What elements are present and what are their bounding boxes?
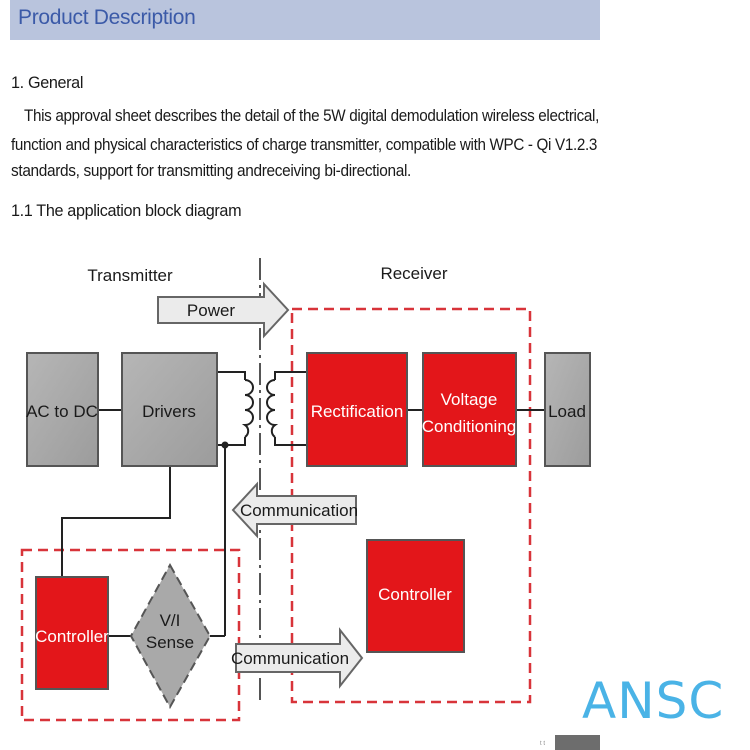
voltage-conditioning-block: [422, 352, 517, 467]
header-bar: Product Description: [10, 0, 600, 40]
ac-to-dc-block: [26, 352, 99, 467]
rectification-block: [306, 352, 408, 467]
paragraph-line-1: This approval sheet describes the detail…: [24, 107, 599, 125]
transmitter-dashed-region: [20, 548, 241, 722]
communication-left-label: Communication: [240, 501, 358, 520]
tx-controller-block: [35, 576, 109, 690]
power-arrow: [157, 281, 290, 339]
vi-label: V/I: [160, 611, 181, 630]
rectification-label: Rectification: [311, 402, 404, 421]
load-label: Load: [548, 402, 586, 421]
rx-controller-block: [366, 539, 465, 653]
drivers-label: Drivers: [142, 402, 196, 421]
load-block: [544, 352, 591, 467]
voltage-label: Voltage: [441, 390, 498, 409]
junction-dot: [221, 441, 229, 449]
subsection-heading: 1.1 The application block diagram: [11, 202, 242, 220]
ac-to-dc-label: AC to DC: [26, 402, 98, 421]
receiver-label: Receiver: [380, 264, 447, 283]
drivers-block: [121, 352, 218, 467]
communication-left-arrow: [231, 481, 357, 539]
tx-coil: [241, 379, 254, 438]
rx-controller-label: Controller: [378, 585, 452, 604]
page-title: Product Description: [18, 6, 196, 29]
corner-bar: [555, 735, 600, 750]
watermark-logo: ANSC: [582, 672, 725, 730]
transmitter-label: Transmitter: [87, 266, 173, 285]
paragraph-line-3: standards, support for transmitting andr…: [11, 162, 411, 180]
section-heading: 1. General: [11, 74, 84, 92]
conditioning-label: Conditioning: [422, 417, 517, 436]
rx-coil: [266, 379, 279, 438]
paragraph-line-2: function and physical characteristics of…: [11, 136, 597, 154]
communication-right-label: Communication: [231, 649, 349, 668]
vi-sense-diamond: [129, 562, 212, 710]
communication-right-arrow: [235, 627, 364, 689]
sense-label: Sense: [146, 633, 194, 652]
tx-controller-label: Controller: [35, 627, 109, 646]
power-label: Power: [187, 301, 236, 320]
corner-mark: t t: [540, 741, 546, 747]
